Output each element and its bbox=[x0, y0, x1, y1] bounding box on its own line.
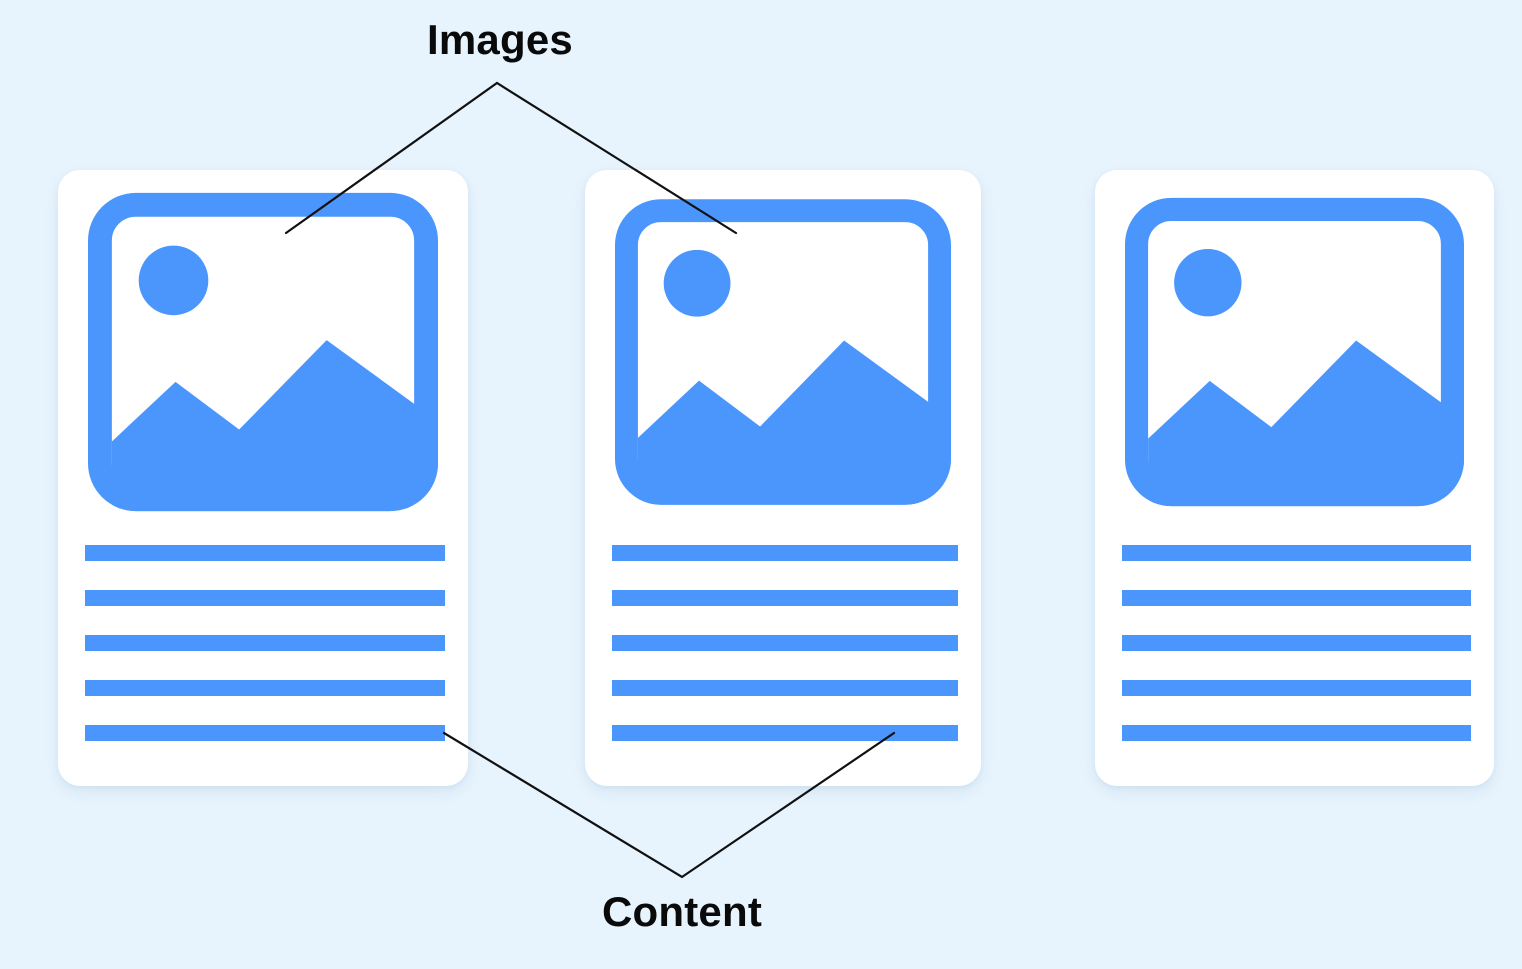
content-line bbox=[612, 635, 958, 651]
content-line bbox=[612, 680, 958, 696]
image-placeholder-icon bbox=[615, 192, 951, 512]
content-line bbox=[85, 725, 445, 741]
content-line bbox=[1122, 545, 1471, 561]
content-line bbox=[612, 725, 958, 741]
content-line bbox=[1122, 680, 1471, 696]
card-2[interactable] bbox=[585, 170, 981, 786]
label-content: Content bbox=[601, 888, 763, 935]
content-lines-card-3 bbox=[1122, 545, 1471, 741]
content-line bbox=[612, 590, 958, 606]
card-1[interactable] bbox=[58, 170, 468, 786]
card-3[interactable] bbox=[1095, 170, 1494, 786]
content-lines-card-1 bbox=[85, 545, 445, 741]
image-placeholder-icon bbox=[88, 192, 438, 512]
content-line bbox=[1122, 635, 1471, 651]
content-line bbox=[85, 545, 445, 561]
content-line bbox=[85, 590, 445, 606]
content-line bbox=[85, 680, 445, 696]
image-placeholder-icon bbox=[1125, 192, 1464, 512]
content-line bbox=[1122, 590, 1471, 606]
content-line bbox=[1122, 725, 1471, 741]
content-line bbox=[85, 635, 445, 651]
label-images: Images bbox=[427, 16, 573, 63]
content-lines-card-2 bbox=[612, 545, 958, 741]
content-line bbox=[612, 545, 958, 561]
